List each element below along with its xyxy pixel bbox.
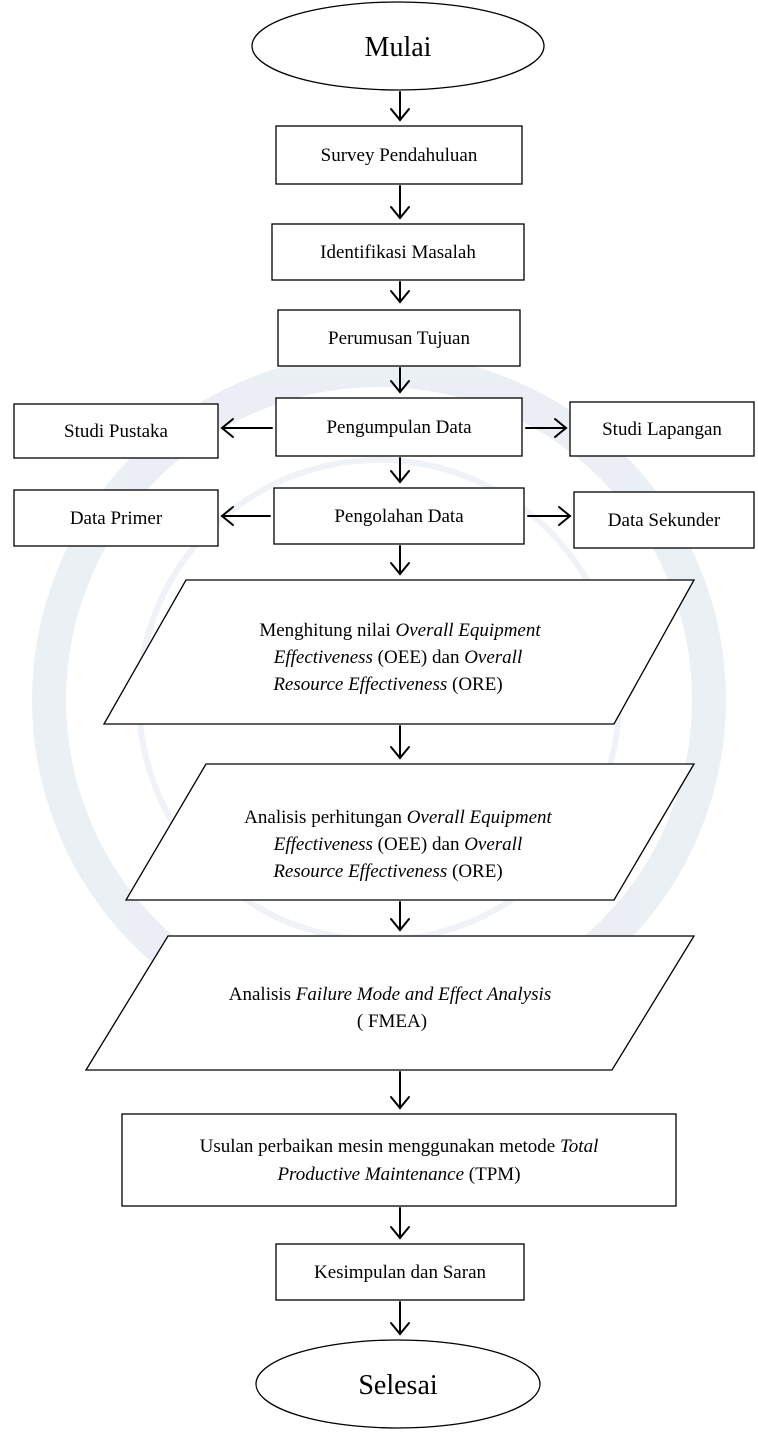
arrow-objective-to-collection	[390, 367, 410, 394]
literature-study-label: Studi Pustaka	[64, 421, 169, 442]
calc-line-3: Resource Effectiveness (ORE)	[272, 674, 502, 695]
analysis-line-2-b: (OEE) dan	[373, 834, 464, 855]
arrow-proposal-to-conclusion	[390, 1207, 410, 1240]
calc-line-2-c: Overall	[464, 647, 522, 668]
proposal-line-1-a: Usulan perbaikan mesin menggunakan metod…	[200, 1136, 560, 1157]
arrow-collection-to-processing	[390, 457, 410, 484]
calc-line-1-b: Overall Equipment	[396, 620, 542, 641]
primary-data-label: Data Primer	[70, 508, 163, 529]
calc-line-3-b: (ORE)	[447, 674, 502, 695]
step-conclusion: Kesimpulan dan Saran	[275, 1243, 525, 1301]
calc-line-1: Menghitung nilai Overall Equipment	[259, 620, 541, 641]
proposal-line-2: Productive Maintenance (TPM)	[276, 1164, 520, 1185]
proposal-line-1: Usulan perbaikan mesin menggunakan metod…	[200, 1136, 599, 1157]
analysis-line-2-a: Effectiveness	[273, 834, 373, 855]
arrow-survey-to-identification	[390, 185, 410, 220]
analysis-line-1: Analisis perhitungan Overall Equipment	[244, 807, 552, 828]
secondary-data-label: Data Sekunder	[608, 510, 721, 531]
start-label: Mulai	[365, 32, 432, 63]
arrow-conclusion-to-end	[390, 1301, 410, 1336]
arrow-calc-to-analysis	[390, 725, 410, 760]
proposal-line-1-b: Total	[560, 1136, 598, 1157]
step-objective-label: Perumusan Tujuan	[328, 328, 470, 349]
fmea-analysis-box: Analisis Failure Mode and Effect Analysi…	[84, 935, 696, 1071]
arrow-collection-to-literature	[220, 418, 273, 438]
analysis-oee-ore-box: Analisis perhitungan Overall Equipment E…	[124, 763, 696, 901]
arrow-fmea-to-proposal	[390, 1071, 410, 1110]
analysis-line-1-a: Analisis perhitungan	[244, 807, 407, 828]
calc-oee-ore-box: Menghitung nilai Overall Equipment Effec…	[102, 579, 696, 725]
processing-box: Pengolahan Data	[273, 487, 525, 545]
calc-line-1-a: Menghitung nilai	[259, 620, 395, 641]
arrow-start-to-survey	[390, 91, 410, 122]
arrow-collection-to-field	[525, 418, 568, 438]
literature-study-box: Studi Pustaka	[13, 403, 219, 459]
fmea-line-2: ( FMEA)	[357, 1011, 427, 1032]
proposal-line-2-a: Productive Maintenance	[276, 1164, 464, 1185]
arrow-analysis-to-fmea	[390, 901, 410, 932]
analysis-line-3: Resource Effectiveness (ORE)	[272, 861, 502, 882]
arrow-processing-to-calc	[390, 545, 410, 576]
calc-line-2-a: Effectiveness	[273, 647, 373, 668]
primary-data-box: Data Primer	[13, 489, 219, 547]
field-study-box: Studi Lapangan	[569, 401, 755, 457]
analysis-line-3-a: Resource Effectiveness	[272, 861, 447, 882]
analysis-line-1-b: Overall Equipment	[407, 807, 553, 828]
arrow-processing-to-primary	[220, 506, 271, 526]
proposal-line-2-b: (TPM)	[464, 1164, 520, 1185]
analysis-line-3-b: (ORE)	[447, 861, 502, 882]
step-identification: Identifikasi Masalah	[271, 223, 525, 281]
step-identification-label: Identifikasi Masalah	[320, 242, 476, 263]
arrow-processing-to-secondary	[527, 506, 572, 526]
step-objective: Perumusan Tujuan	[277, 309, 521, 367]
calc-line-3-a: Resource Effectiveness	[272, 674, 447, 695]
tpm-proposal-box: Usulan perbaikan mesin menggunakan metod…	[121, 1113, 677, 1207]
end-label: Selesai	[358, 1370, 438, 1401]
arrow-identification-to-objective	[390, 281, 410, 304]
start-terminal: Mulai	[251, 1, 545, 91]
fmea-line-1: Analisis Failure Mode and Effect Analysi…	[229, 984, 551, 1005]
collection-label: Pengumpulan Data	[326, 417, 472, 438]
fmea-line-1-b: Failure Mode and Effect Analysis	[295, 984, 551, 1005]
step-survey: Survey Pendahuluan	[275, 125, 523, 185]
step-survey-label: Survey Pendahuluan	[321, 145, 478, 166]
calc-line-2: Effectiveness (OEE) dan Overall	[273, 647, 523, 668]
calc-line-2-b: (OEE) dan	[373, 647, 464, 668]
fmea-line-1-a: Analisis	[229, 984, 296, 1005]
step-conclusion-label: Kesimpulan dan Saran	[314, 1262, 487, 1283]
analysis-line-2: Effectiveness (OEE) dan Overall	[273, 834, 523, 855]
collection-box: Pengumpulan Data	[275, 397, 523, 457]
analysis-line-2-c: Overall	[464, 834, 522, 855]
end-terminal: Selesai	[255, 1339, 541, 1429]
secondary-data-box: Data Sekunder	[573, 491, 755, 549]
processing-label: Pengolahan Data	[334, 506, 464, 527]
field-study-label: Studi Lapangan	[602, 419, 722, 440]
